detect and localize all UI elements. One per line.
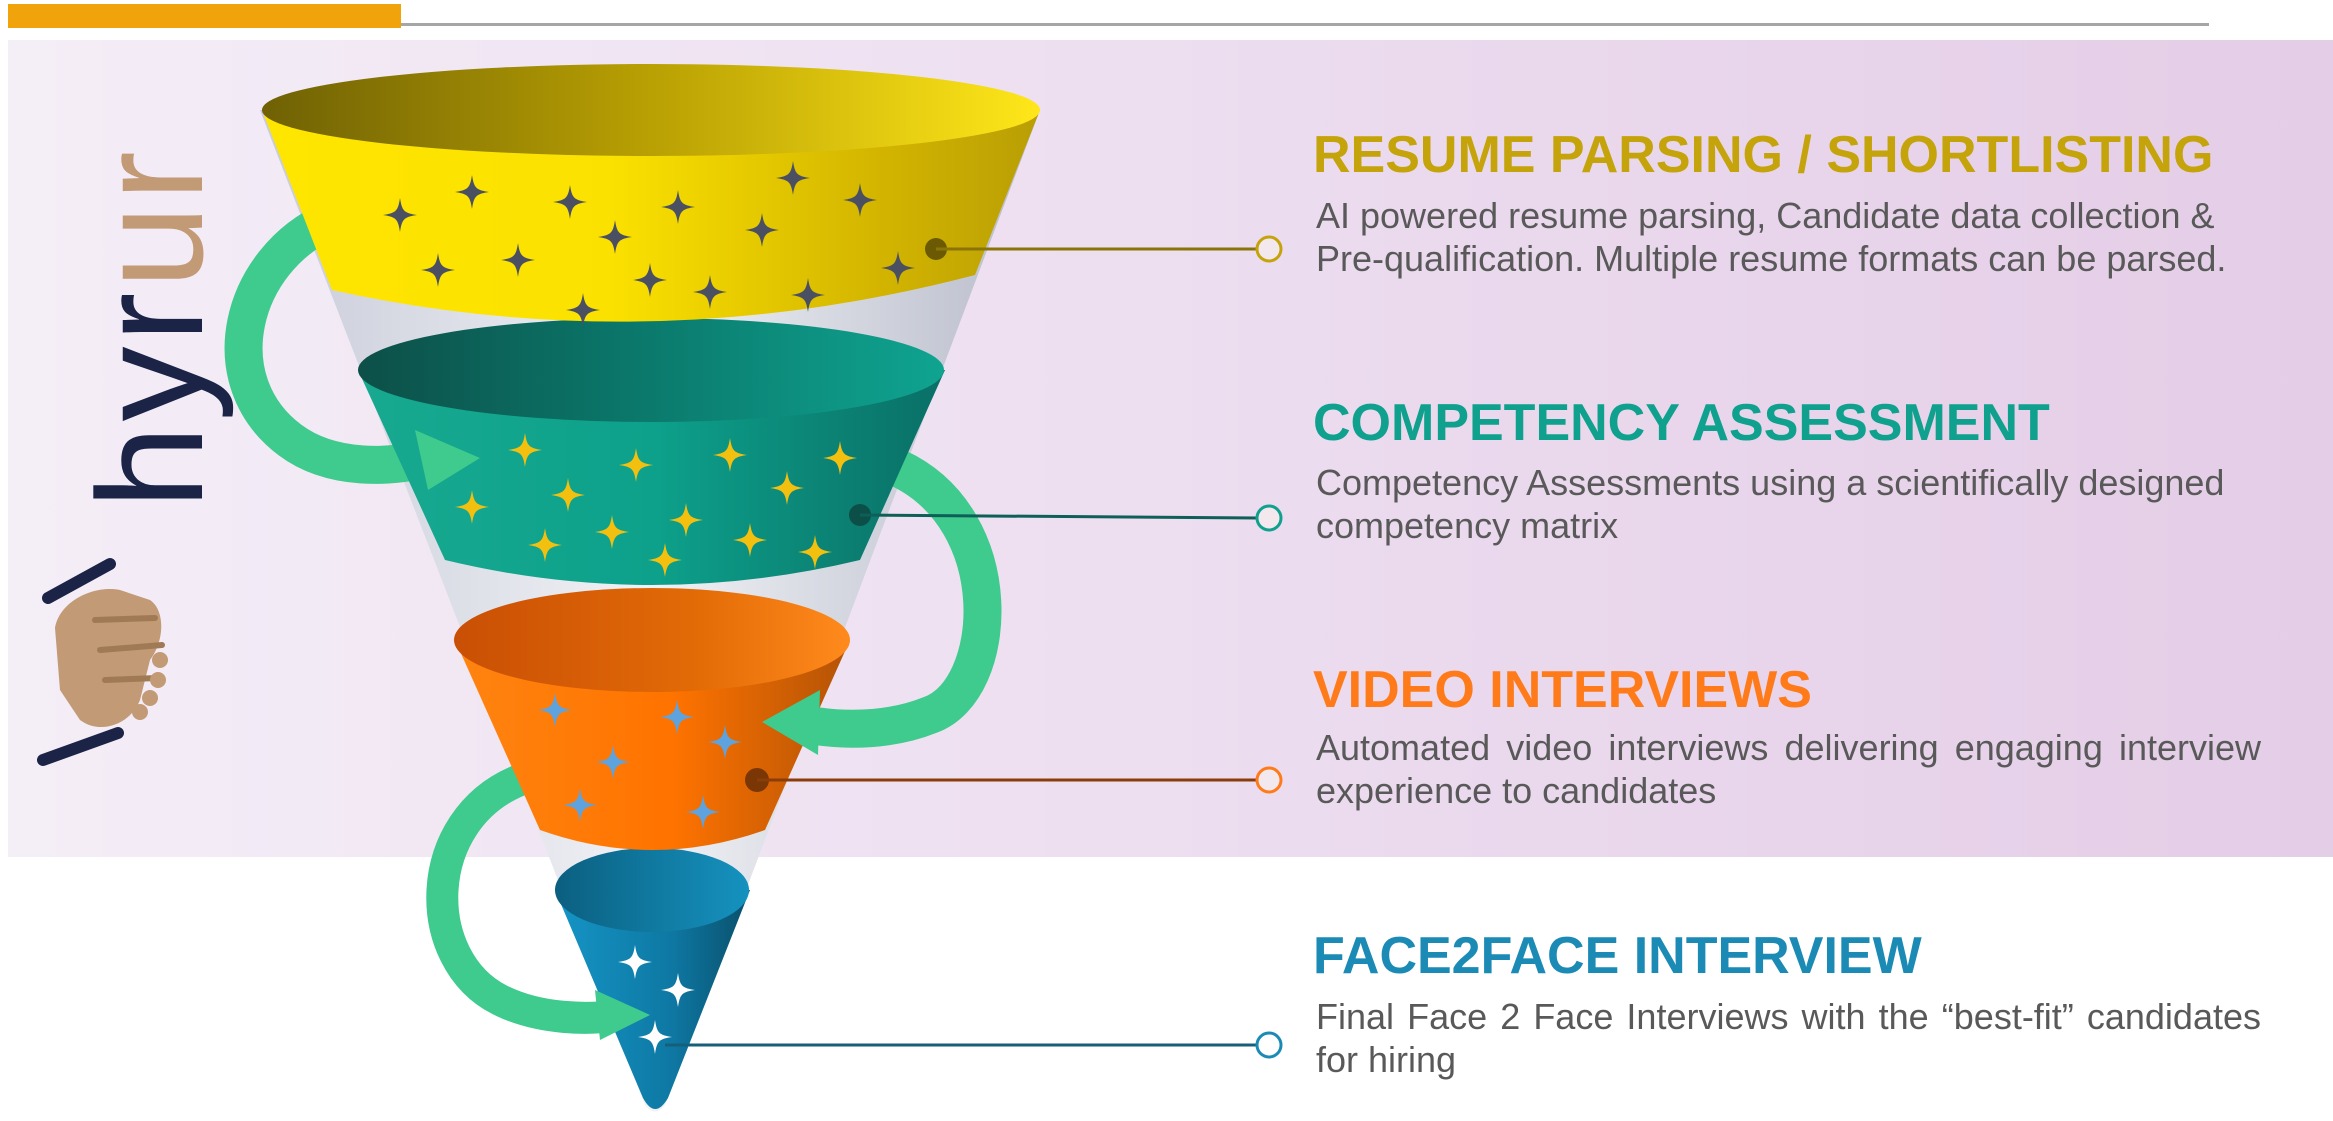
curved-arrow-icon [224,201,459,484]
connector-1 [925,235,1283,263]
connector-3 [745,766,1283,794]
circle-marker-icon [1255,235,1283,263]
stage-2-cone [358,370,945,585]
stage-2-top [358,318,944,422]
circle-marker-icon [1255,504,1283,532]
stage-1-title: RESUME PARSING / SHORTLISTING [1313,126,2214,184]
arrow-head-icon [762,690,820,755]
circle-marker-icon [1255,766,1283,794]
arrow-head-icon [415,430,480,490]
stage-4-title: FACE2FACE INTERVIEW [1313,927,1922,985]
stage-3-cone [455,640,850,850]
stage-2-title: COMPETENCY ASSESSMENT [1313,394,2050,452]
connector-4 [665,1031,1283,1059]
stage-3-title: VIDEO INTERVIEWS [1313,661,1812,719]
stage-4-cone [555,890,750,1109]
stage-1-top [262,64,1040,156]
arrow-head-icon [595,990,650,1040]
curved-arrow-icon [426,764,636,1034]
brand-wordmark: hyrur [66,118,234,538]
brand-name-accent: ur [66,147,234,289]
stage-2-description: Competency Assessments using a scientifi… [1316,462,2225,546]
stage-3-top [454,588,850,692]
stage-4-top [555,848,749,932]
stage-3-description: Automated video interviews delivering en… [1316,727,2261,811]
stage-1-description: AI powered resume parsing, Candidate dat… [1316,195,2227,279]
header-divider [401,23,2209,26]
circle-marker-icon [1255,1031,1283,1059]
stage-4-description: Final Face 2 Face Interviews with the “b… [1316,996,2261,1080]
brand-name-main: hyr [66,288,234,509]
connector-2 [849,504,1283,532]
curved-arrow-icon [771,449,1002,748]
handshake-icon [37,558,168,766]
header-accent-bar [8,4,401,28]
stage-1-cone [262,110,1040,322]
